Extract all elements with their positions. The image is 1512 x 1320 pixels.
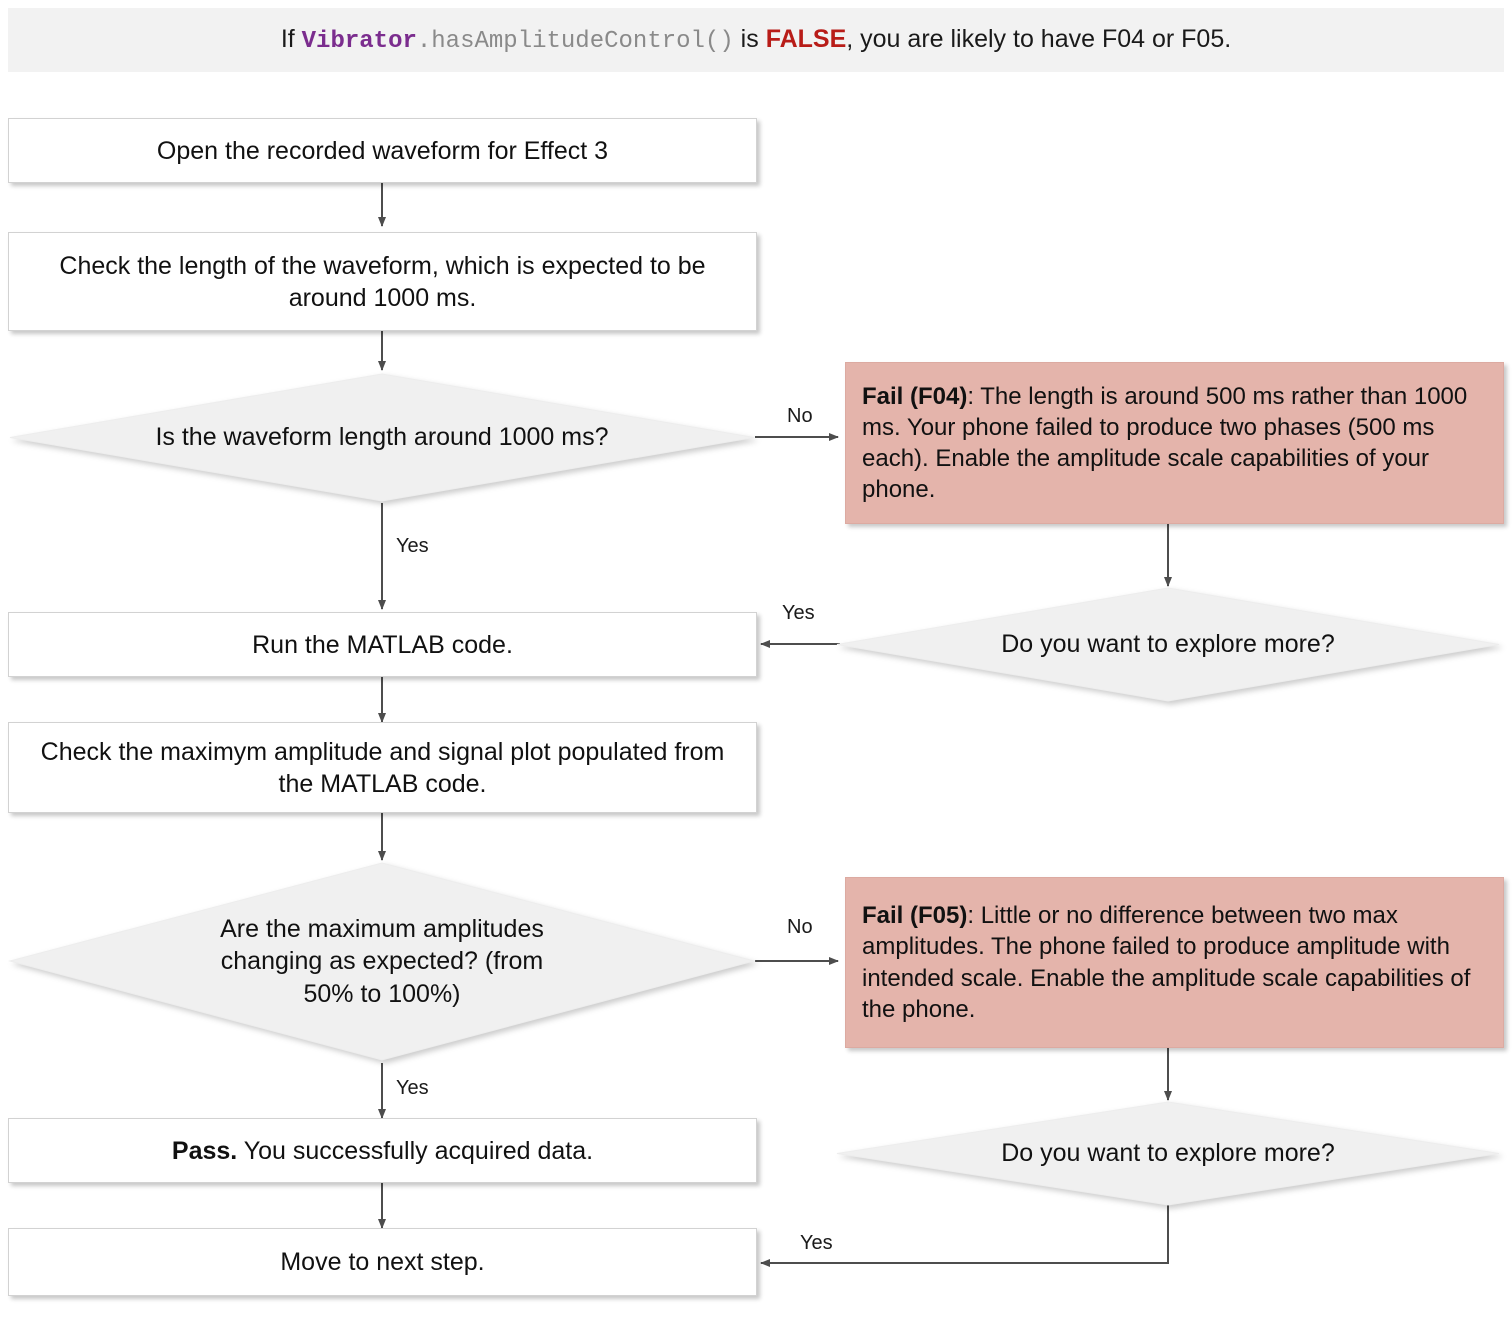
node-pass-text: Pass. You successfully acquired data. xyxy=(172,1135,593,1167)
node-fail-f04-text: Fail (F04): The length is around 500 ms … xyxy=(862,381,1487,506)
edge-label-no-length: No xyxy=(787,405,813,427)
node-open-waveform-label: Open the recorded waveform for Effect 3 xyxy=(156,136,609,165)
banner-class-name: Vibrator xyxy=(301,27,417,55)
banner-text: If Vibrator.hasAmplitudeControl() is FAL… xyxy=(281,24,1231,57)
banner-mid: is xyxy=(733,24,766,53)
header-banner: If Vibrator.hasAmplitudeControl() is FAL… xyxy=(8,8,1504,72)
edge-label-yes-amplitude: Yes xyxy=(396,1077,429,1099)
diamond-shape-explore-bottom xyxy=(836,1101,1500,1206)
node-fail-f05-title: Fail (F05) xyxy=(862,902,968,930)
node-run-matlab[interactable]: Run the MATLAB code. xyxy=(8,612,757,677)
banner-method-name: .hasAmplitudeControl() xyxy=(416,27,734,55)
node-run-matlab-label: Run the MATLAB code. xyxy=(252,630,513,659)
node-check-amplitude-label: Check the maximym amplitude and signal p… xyxy=(40,737,725,798)
diamond-shape-q-amplitude xyxy=(8,862,756,1061)
node-pass-body: You successfully acquired data. xyxy=(237,1136,594,1165)
edge-label-yes-length: Yes xyxy=(396,535,429,557)
node-open-waveform[interactable]: Open the recorded waveform for Effect 3 xyxy=(8,118,757,183)
banner-prefix: If xyxy=(280,24,302,53)
node-fail-f05[interactable]: Fail (F05): Little or no difference betw… xyxy=(845,877,1504,1048)
node-fail-f04-title: Fail (F04) xyxy=(862,382,968,410)
diamond-shape-q-length xyxy=(9,373,755,502)
node-check-length-label: Check the length of the waveform, which … xyxy=(59,251,706,312)
diamond-shape-explore-top xyxy=(836,587,1500,702)
node-fail-f05-body: : Little or no difference between two ma… xyxy=(862,902,1471,1023)
node-pass[interactable]: Pass. You successfully acquired data. xyxy=(8,1118,757,1183)
node-explore-more-bottom[interactable]: Do you want to explore more? xyxy=(835,1100,1501,1207)
node-q-waveform-length[interactable]: Is the waveform length around 1000 ms? xyxy=(8,372,756,503)
node-fail-f05-text: Fail (F05): Little or no difference betw… xyxy=(862,900,1487,1025)
node-fail-f04-body: : The length is around 500 ms rather tha… xyxy=(862,382,1468,504)
banner-false-keyword: FALSE xyxy=(765,24,847,53)
banner-suffix: , you are likely to have F04 or F05. xyxy=(846,24,1232,53)
node-check-amplitude[interactable]: Check the maximym amplitude and signal p… xyxy=(8,722,757,813)
edge-label-no-amplitude: No xyxy=(787,916,813,938)
node-q-amplitudes[interactable]: Are the maximum amplitudes changing as e… xyxy=(8,861,756,1062)
node-fail-f04[interactable]: Fail (F04): The length is around 500 ms … xyxy=(845,362,1504,524)
node-next-step[interactable]: Move to next step. xyxy=(8,1228,757,1296)
edge-label-yes-explore-bottom: Yes xyxy=(800,1232,833,1254)
edge-label-yes-explore-top: Yes xyxy=(782,602,815,624)
node-pass-title: Pass. xyxy=(171,1136,238,1165)
node-next-step-label: Move to next step. xyxy=(280,1248,485,1276)
node-check-length[interactable]: Check the length of the waveform, which … xyxy=(8,232,757,331)
node-explore-more-top[interactable]: Do you want to explore more? xyxy=(835,586,1501,703)
